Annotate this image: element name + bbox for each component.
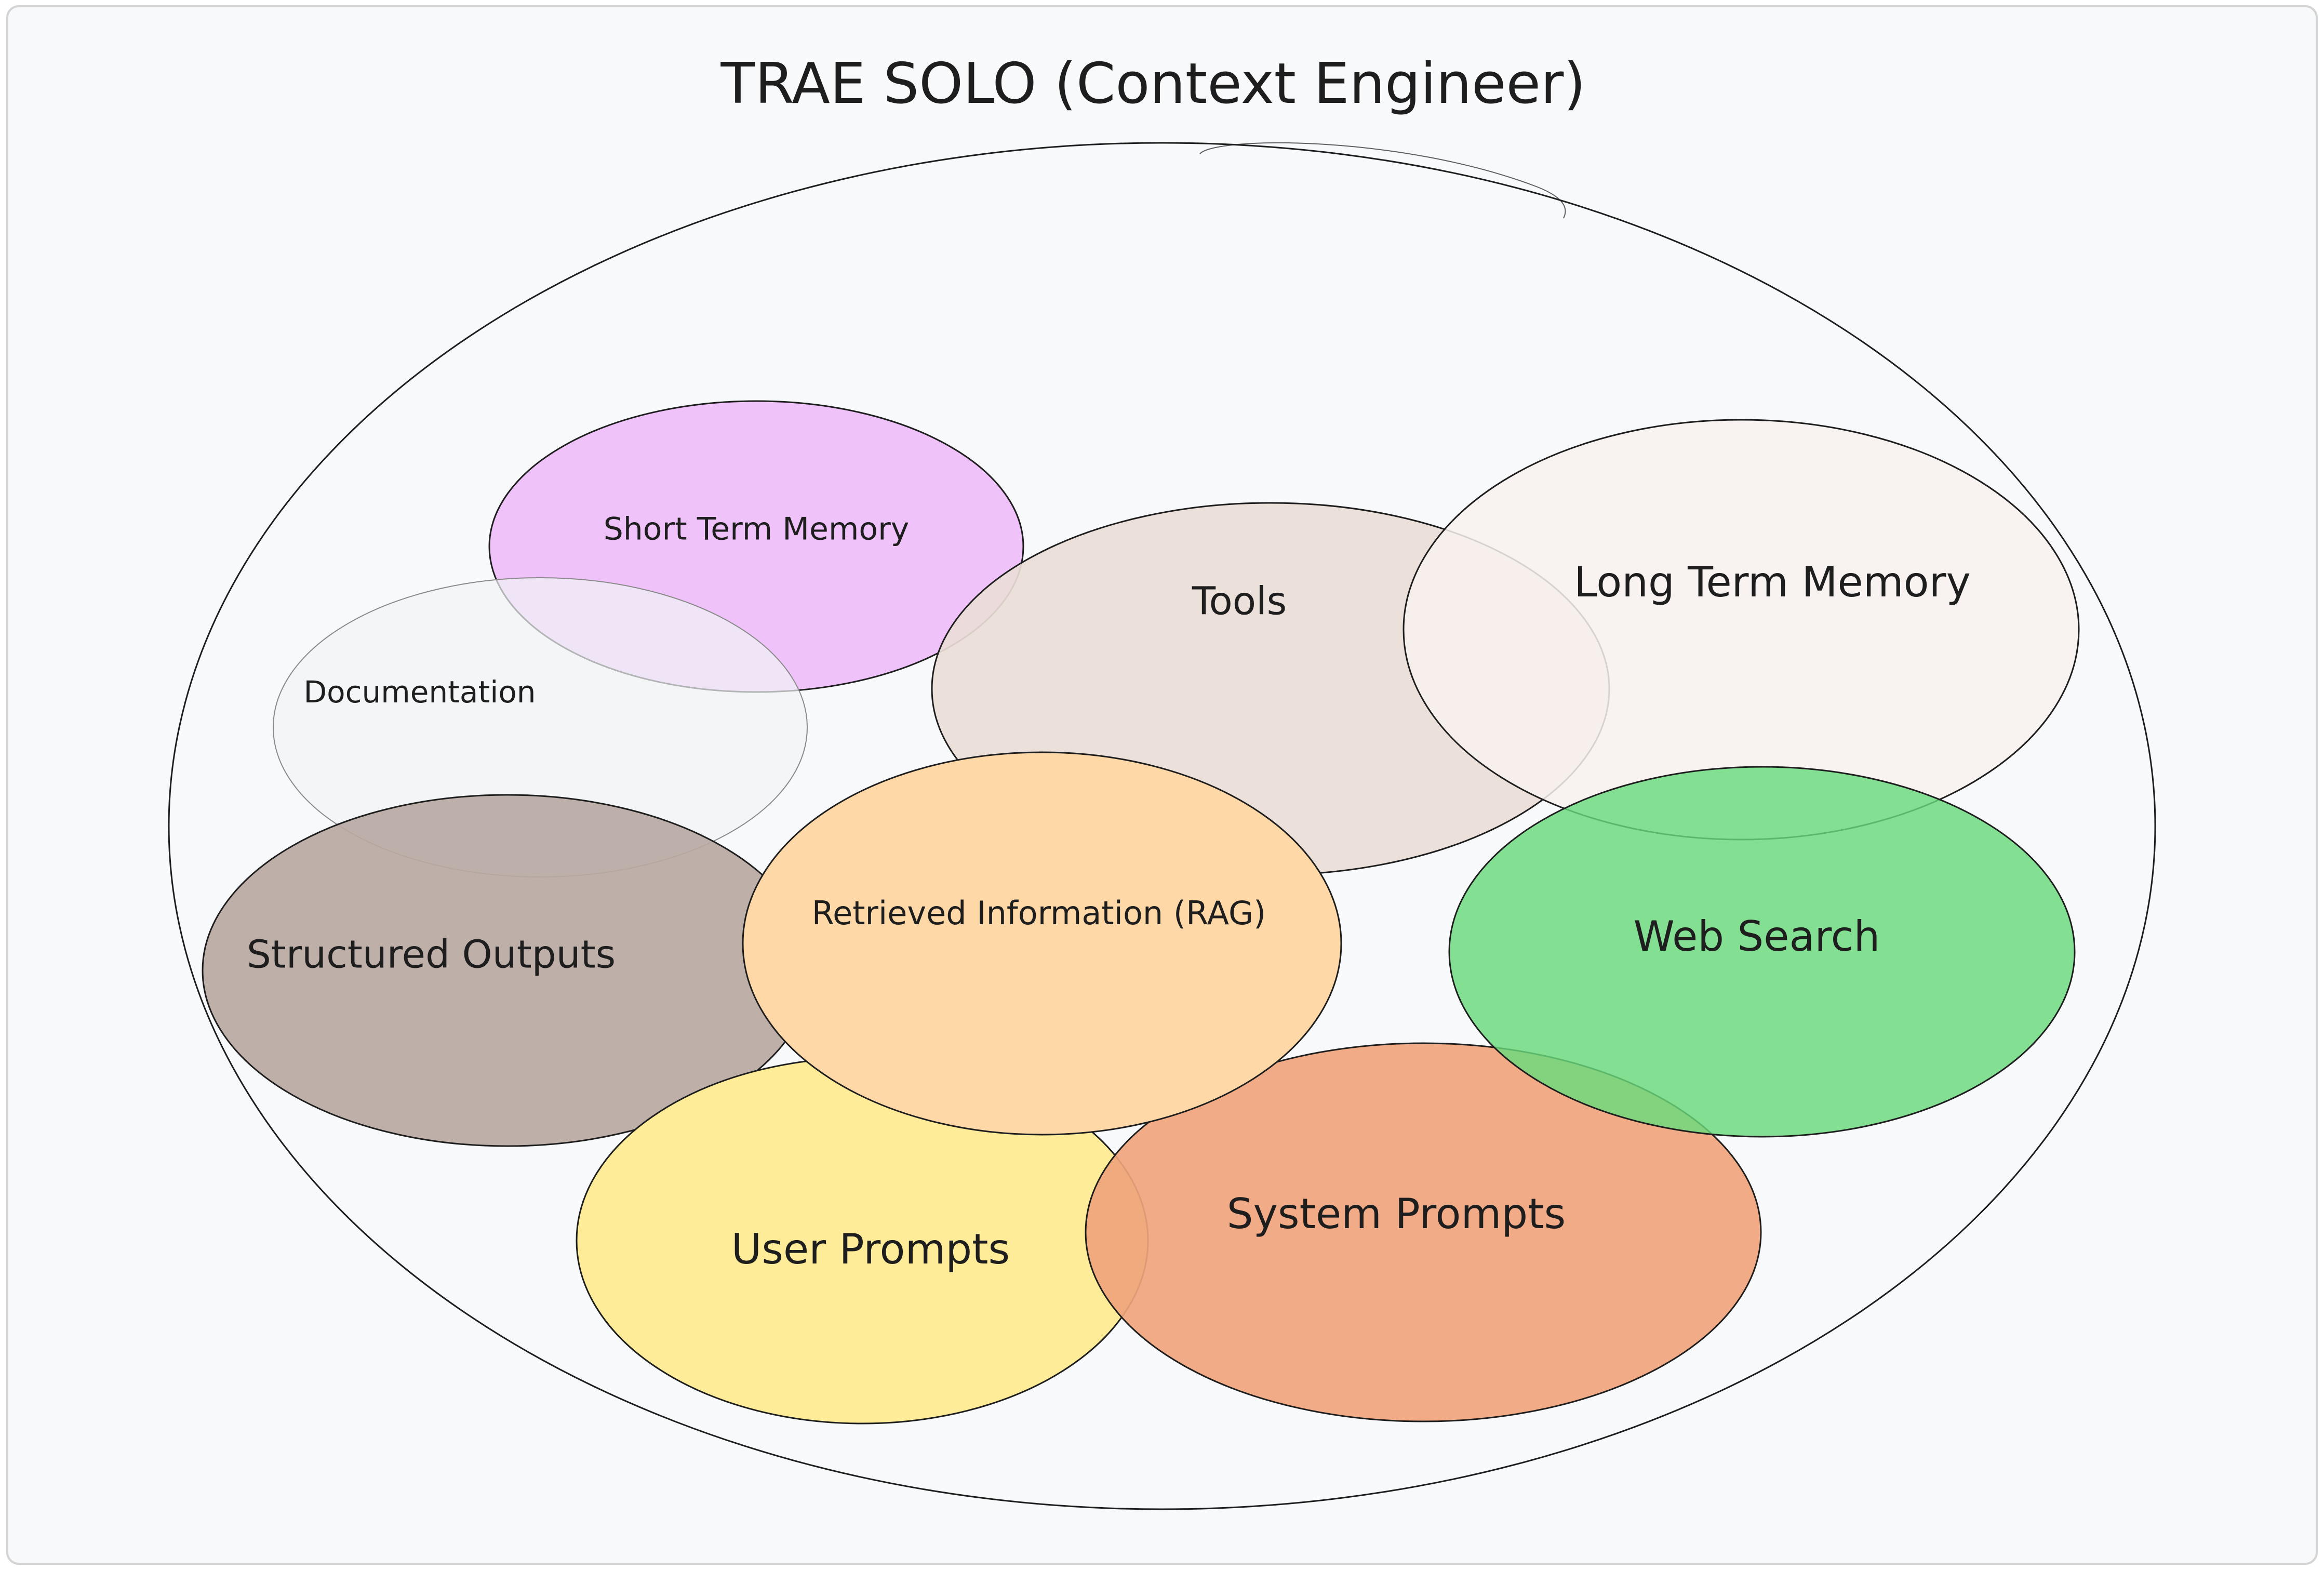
web-search-label: Web Search <box>1634 912 1880 961</box>
sketch-stroke <box>1199 142 1566 219</box>
system-prompts-node[interactable]: System Prompts <box>1085 1042 1762 1422</box>
short-term-memory-label: Short Term Memory <box>604 511 910 548</box>
documentation-label: Documentation <box>303 674 536 710</box>
context-outline <box>168 142 2156 1510</box>
structured-outputs-node[interactable]: Structured Outputs <box>202 794 812 1147</box>
structured-outputs-label: Structured Outputs <box>247 933 616 977</box>
long-term-memory-node[interactable]: Long Term Memory <box>1403 419 2080 841</box>
tools-label: Tools <box>1192 579 1287 624</box>
retrieved-information-label: Retrieved Information (RAG) <box>812 894 1266 932</box>
system-prompts-ellipse <box>1085 1042 1762 1422</box>
web-search-ellipse <box>1448 766 2076 1138</box>
retrieved-information-ellipse <box>742 751 1342 1136</box>
diagram-title: TRAE SOLO (Context Engineer) <box>720 51 1586 116</box>
system-prompts-label: System Prompts <box>1227 1190 1566 1238</box>
web-search-node[interactable]: Web Search <box>1448 766 2076 1138</box>
retrieved-information-node[interactable]: Retrieved Information (RAG) <box>742 751 1342 1136</box>
user-prompts-label: User Prompts <box>731 1225 1010 1273</box>
long-term-memory-label: Long Term Memory <box>1574 558 1971 606</box>
